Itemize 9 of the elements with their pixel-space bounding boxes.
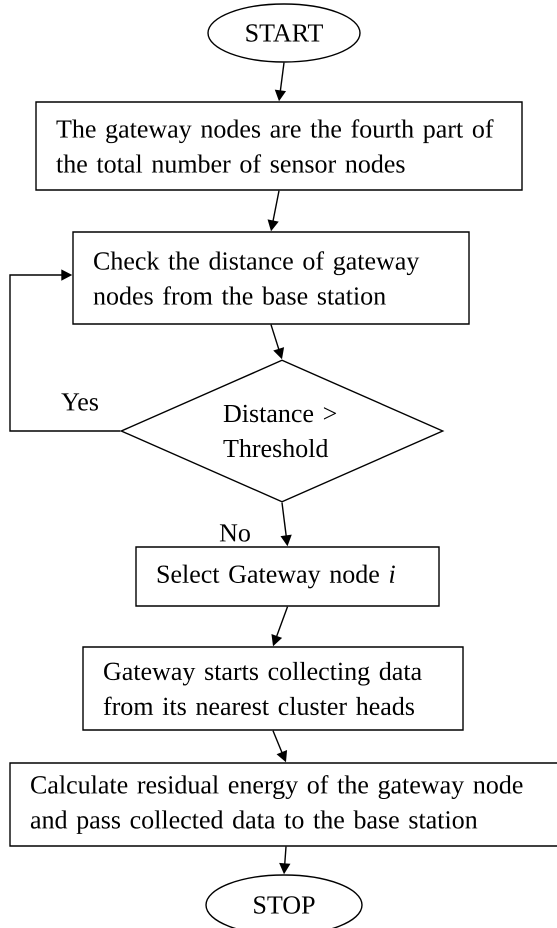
process-box: Check the distance of gateway nodes from the base station xyxy=(72,231,470,325)
edge-label: Yes xyxy=(60,392,100,412)
edge-label: No xyxy=(218,523,252,543)
process-box: Calculate residual energy of the gateway node and pass collected data to the base station xyxy=(9,762,557,847)
process-box: The gateway nodes are the fourth part of the total number of sensor nodes xyxy=(35,101,523,191)
process-box: Select Gateway node i xyxy=(135,546,440,607)
terminal-oval: START xyxy=(207,3,361,63)
process-box: Gateway starts collecting data from its nearest cluster heads xyxy=(82,646,464,731)
arrow xyxy=(9,269,120,432)
